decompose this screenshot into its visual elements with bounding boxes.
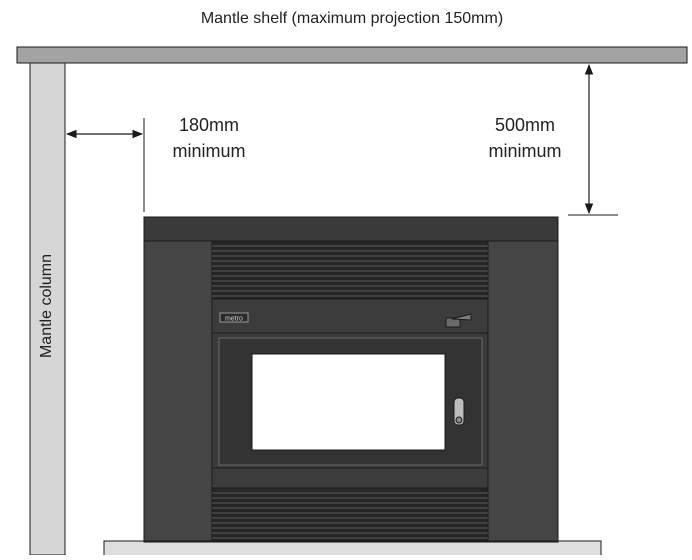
mantle-column — [29, 62, 66, 556]
door-glass — [251, 353, 446, 451]
side-clearance-qualifier: minimum — [172, 141, 245, 161]
mantle-column-label: Mantle column — [38, 254, 55, 358]
control-lever-icon — [445, 313, 472, 328]
top-clearance-value: 500mm — [495, 115, 555, 135]
brand-plate-text: metro — [225, 316, 243, 323]
control-strip — [211, 298, 489, 334]
brand-plate: metro — [219, 312, 249, 323]
mantle-shelf-label: Mantle shelf (maximum projection 150mm) — [201, 10, 503, 27]
heater-top-plate — [143, 216, 559, 242]
top-clearance-qualifier: minimum — [488, 141, 561, 161]
side-clearance-value: 180mm — [179, 115, 239, 135]
upper-louvre — [211, 240, 489, 300]
hearth — [103, 540, 602, 558]
ash-strip — [211, 467, 489, 489]
top-clearance-dimension: 500mm minimum — [488, 63, 618, 216]
heater-left-panel — [143, 240, 213, 542]
door-handle-icon — [453, 397, 465, 426]
mantle-shelf — [16, 46, 688, 64]
heater-right-panel — [487, 240, 559, 542]
lower-louvre — [211, 487, 489, 542]
wood-heater: metro — [143, 216, 559, 543]
side-clearance-dimension: 180mm minimum — [65, 115, 246, 212]
